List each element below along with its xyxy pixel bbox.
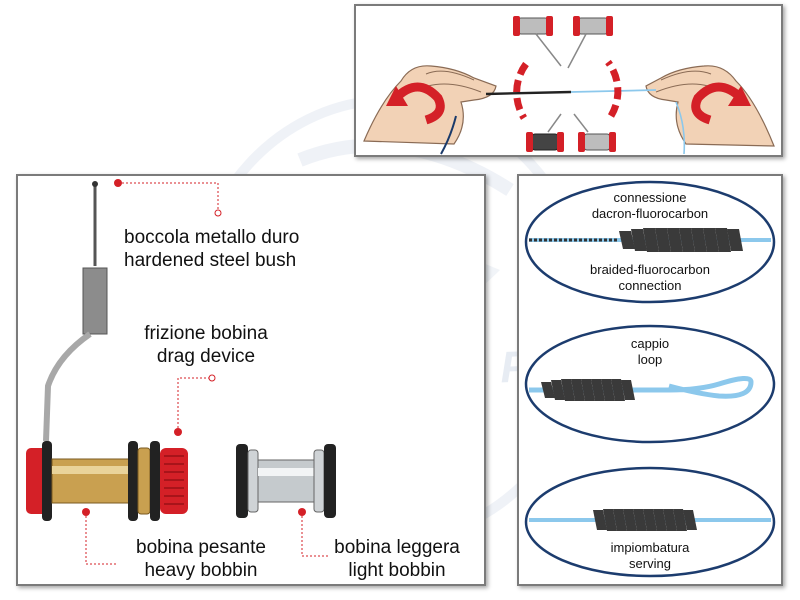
braid-wrap-icon [619,228,743,252]
label-connection-top: connessione dacron-fluorocarbon [591,190,709,221]
rotation-arrow-icon [691,82,745,125]
hand-icon [645,65,775,147]
label-loop: cappio loop [630,336,670,367]
hand-icon [363,65,497,145]
bobbin-icon [573,113,616,152]
label-light-bobbin: bobina leggera light bobbin [334,537,460,581]
rotation-arrow-icon [392,82,445,125]
leader-dot-icon [298,508,306,516]
bobbin-icon [567,16,613,69]
knot-types-panel: connessione dacron-fluorocarbon braided-… [517,174,783,586]
bobbin-illustration [26,179,336,565]
label-drag-device: frizione bobina drag device [144,323,268,367]
label-heavy-bobbin: bobina pesante heavy bobbin [136,537,266,581]
braid-wrap-icon [541,379,635,401]
label-steel-bush: boccola metallo duro hardened steel bush [124,227,300,271]
bobbin-parts-panel: boccola metallo duro hardened steel bush… [16,174,486,586]
leader-dot-icon [174,428,182,436]
label-connection-bottom: braided-fluorocarbon connection [590,262,710,293]
bobbin-icon [513,16,562,67]
top-illustration-panel [354,4,783,157]
loop-ellipse [524,324,776,444]
bobbin-icon [526,113,564,152]
leader-dot-icon [114,179,122,187]
label-serving: impiombatura serving [610,540,690,571]
leader-dot-icon [82,508,90,516]
braid-wrap-icon [593,509,697,531]
